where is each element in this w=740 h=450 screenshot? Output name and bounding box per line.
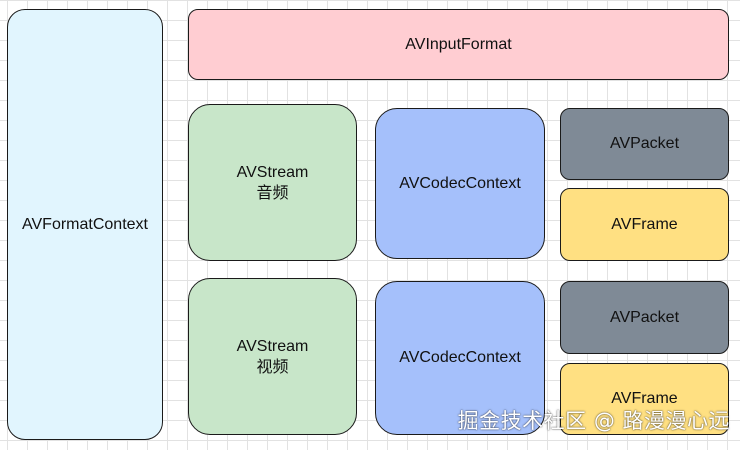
video-avstream-box: AVStream 视频 xyxy=(188,278,357,435)
audio-avpacket-label: AVPacket xyxy=(609,135,680,152)
audio-avpacket-box: AVPacket xyxy=(560,108,729,180)
avformatcontext-box: AVFormatContext xyxy=(7,9,163,440)
video-avframe-box: AVFrame xyxy=(560,363,729,435)
video-avpacket-box: AVPacket xyxy=(560,281,729,354)
avinputformat-box: AVInputFormat xyxy=(188,9,729,80)
audio-avstream-box: AVStream 音频 xyxy=(188,104,357,261)
video-avframe-label: AVFrame xyxy=(611,390,678,407)
watermark: 掘金技术社区 @ 路漫漫心远 xyxy=(457,409,730,433)
video-avstream-label: AVStream xyxy=(236,337,309,355)
audio-avstream-label: AVStream xyxy=(236,163,309,181)
avinputformat-label: AVInputFormat xyxy=(405,35,512,53)
video-avstream-sublabel: 视频 xyxy=(256,356,289,376)
video-avpacket-label: AVPacket xyxy=(609,308,680,326)
avformatcontext-label: AVFormatContext xyxy=(22,215,148,233)
audio-avcodeccontext-box: AVCodecContext xyxy=(375,108,545,259)
audio-avframe-label: AVFrame xyxy=(611,215,678,233)
audio-avstream-sublabel: 音频 xyxy=(256,182,289,202)
video-avcodeccontext-label: AVCodecContext xyxy=(399,349,521,366)
video-avcodeccontext-box: AVCodecContext xyxy=(375,281,545,435)
audio-avcodeccontext-label: AVCodecContext xyxy=(399,174,521,192)
audio-avframe-box: AVFrame xyxy=(560,188,729,261)
